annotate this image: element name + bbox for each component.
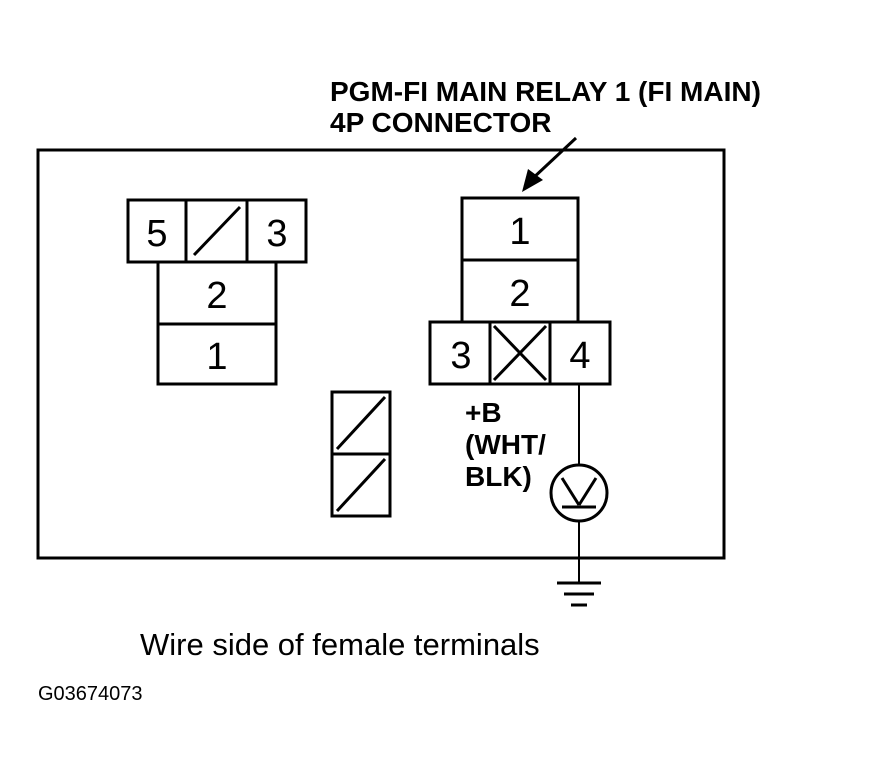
pin-label: 5 xyxy=(146,213,167,255)
voltage-label-line-3: BLK) xyxy=(465,461,532,492)
pin-label: 3 xyxy=(450,335,471,377)
ground-icon xyxy=(557,581,601,607)
left-connector xyxy=(126,198,308,386)
arrow-icon xyxy=(522,136,578,192)
left-connector-cavity-1 xyxy=(156,322,278,386)
pin-label: 4 xyxy=(569,335,590,377)
voltage-label-line-1: +B xyxy=(465,397,502,428)
pin-label: 2 xyxy=(206,275,227,317)
pin-label: 2 xyxy=(509,273,530,315)
title-line-2: 4P CONNECTOR xyxy=(330,107,551,138)
connector-frame xyxy=(36,148,726,560)
relay-connector xyxy=(428,196,612,386)
caption: Wire side of female terminals xyxy=(140,627,540,662)
relay-bottom-row xyxy=(428,320,612,386)
middle-empty-cavities xyxy=(330,390,392,518)
voltage-label-line-2: (WHT/ xyxy=(465,429,546,460)
pin-label: 3 xyxy=(266,213,287,255)
pin-label: 1 xyxy=(206,336,227,378)
figure-code: G03674073 xyxy=(38,683,143,705)
voltmeter-icon xyxy=(549,463,609,523)
title-line-1: PGM-FI MAIN RELAY 1 (FI MAIN) xyxy=(330,76,761,107)
empty-cavity-slash xyxy=(192,205,242,257)
pin-label: 1 xyxy=(509,211,530,253)
